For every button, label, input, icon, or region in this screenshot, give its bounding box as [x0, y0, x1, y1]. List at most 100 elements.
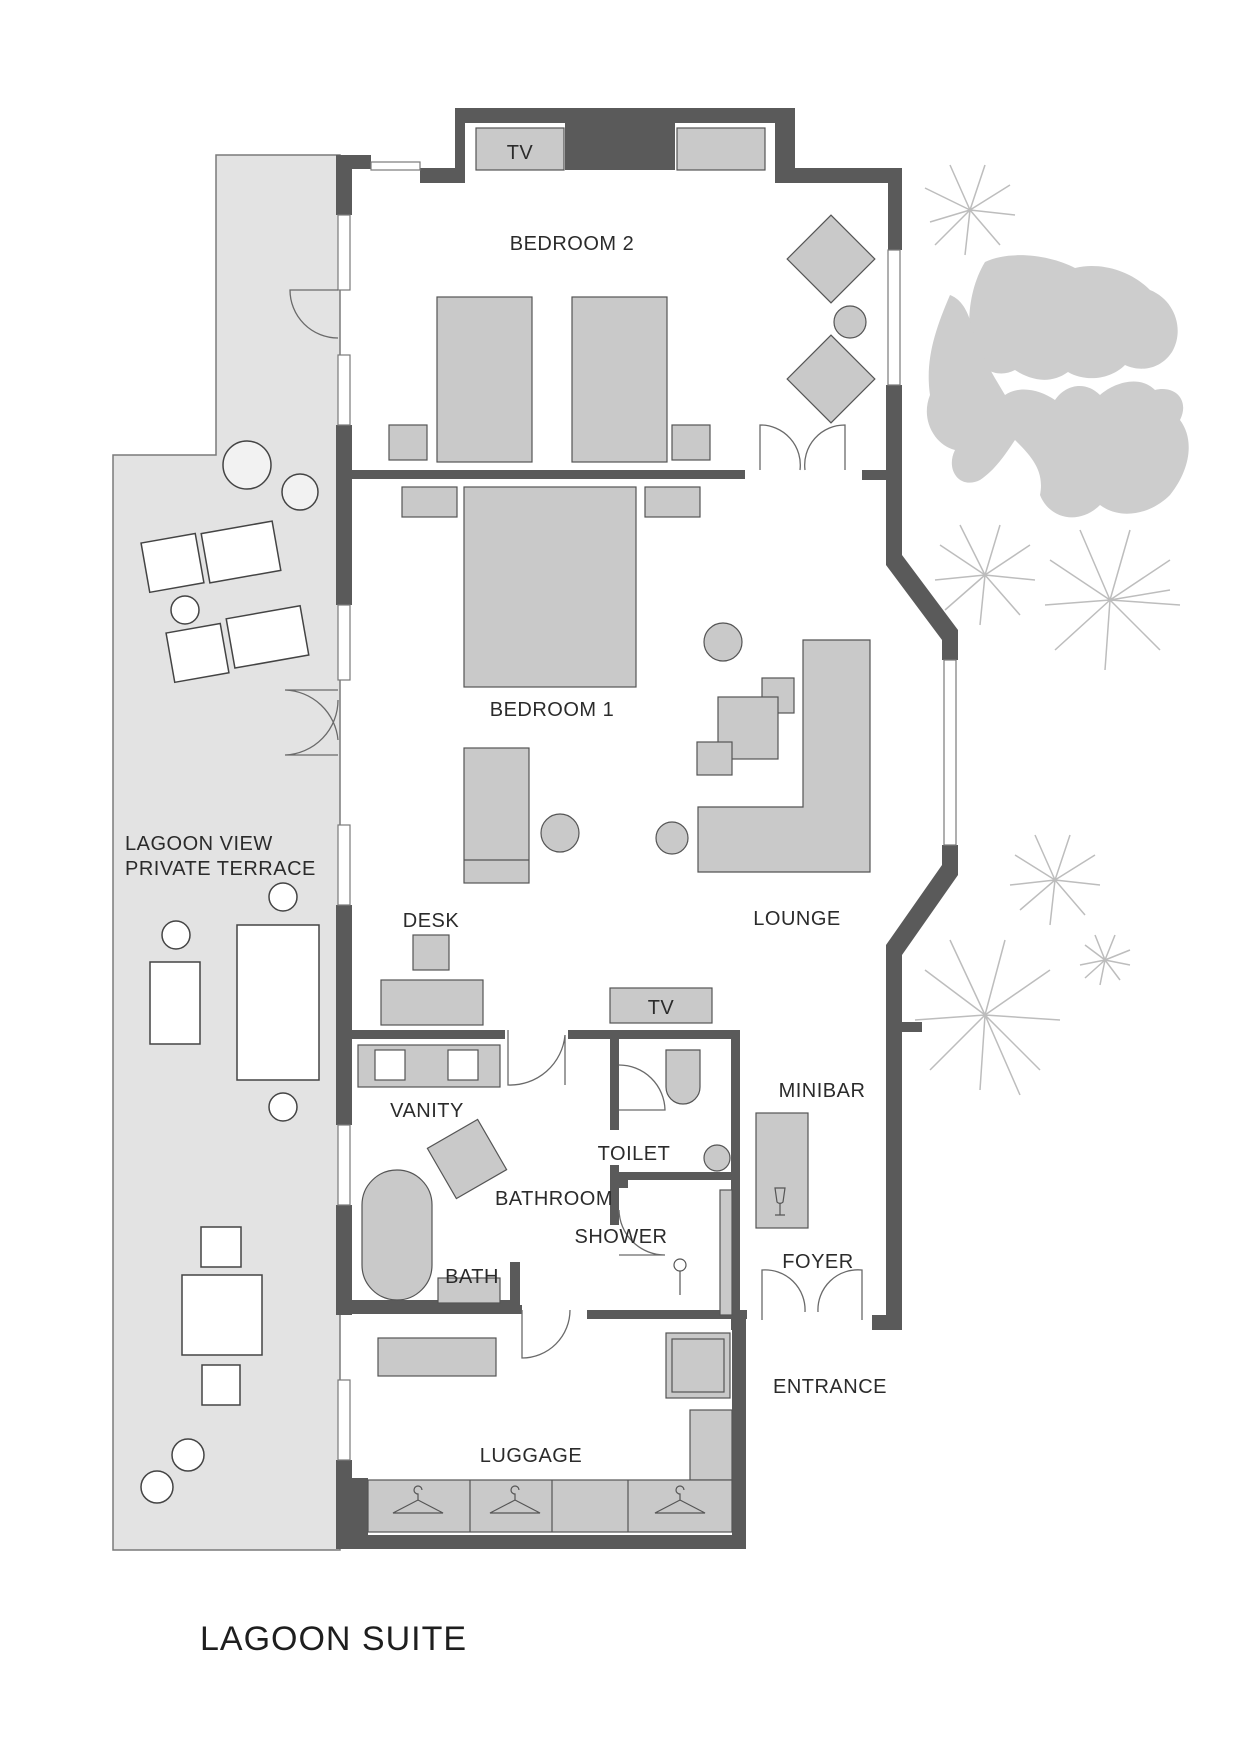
- wall-segment: [336, 1535, 746, 1549]
- room-label-bedroom2: BEDROOM 2: [510, 233, 635, 255]
- plan-title: LAGOON SUITE: [200, 1620, 467, 1658]
- terrace-door-lounge: [284, 689, 339, 756]
- nightstand: [388, 424, 428, 461]
- wall-segment: [336, 155, 371, 169]
- room-label-bathroom: BATHROOM: [495, 1188, 613, 1210]
- chair: [201, 1364, 241, 1406]
- terrace-label-line2: PRIVATE TERRACE: [125, 858, 316, 880]
- terrace-label-line1: LAGOON VIEW: [125, 833, 273, 855]
- ottoman: [696, 741, 733, 776]
- wall-segment: [610, 1180, 628, 1188]
- chair: [268, 1092, 298, 1122]
- wall-segment: [510, 1262, 520, 1309]
- side-table: [703, 622, 743, 662]
- nightstand: [644, 486, 701, 518]
- tree-canopy-shape: [926, 295, 1189, 518]
- window: [337, 354, 351, 426]
- sink: [447, 1049, 479, 1081]
- potted-plant-icon: [222, 440, 272, 490]
- room-label-minibar: MINIBAR: [779, 1080, 866, 1102]
- shower-head-icon: [673, 1258, 687, 1272]
- sink: [374, 1049, 406, 1081]
- sun-lounger: [225, 604, 310, 669]
- outdoor-table: [181, 1274, 263, 1356]
- interior-furniture: [357, 127, 876, 1533]
- bath-bench: [437, 1277, 501, 1304]
- chair: [200, 1226, 242, 1268]
- plant-icon: [1044, 529, 1181, 671]
- wall-segment: [862, 470, 886, 480]
- terrace-furniture: [140, 440, 320, 1504]
- wall-segment: [352, 1030, 505, 1039]
- sofa: [697, 639, 871, 873]
- wall-segment: [732, 1310, 746, 1548]
- room-label-vanity: VANITY: [390, 1100, 464, 1122]
- bed: [463, 486, 637, 688]
- tv-cabinet-top: [475, 127, 565, 171]
- desk: [380, 979, 484, 1026]
- wall-segment: [352, 1300, 520, 1309]
- cabinet: [676, 127, 766, 171]
- toilet-fixture: [665, 1049, 701, 1105]
- wall-segment: [610, 1165, 619, 1225]
- tv-unit-lounge: [609, 987, 713, 1024]
- room-label-entrance: ENTRANCE: [773, 1376, 887, 1398]
- vanity-door: [507, 1030, 566, 1086]
- window: [943, 659, 957, 846]
- wall-segment: [352, 470, 745, 479]
- room-labels: TV BEDROOM 2 BEDROOM 1 LAGOON VIEW PRIVA…: [125, 142, 887, 1467]
- walls: [336, 108, 958, 1549]
- wall-segment: [886, 385, 902, 480]
- room-label-toilet: TOILET: [598, 1143, 671, 1165]
- plant-icon: [924, 164, 1016, 256]
- wall-segment: [610, 1172, 740, 1180]
- bed: [571, 296, 668, 463]
- window: [887, 249, 901, 386]
- luggage-rack: [377, 1337, 497, 1377]
- chair: [171, 1438, 205, 1472]
- nightstand: [401, 486, 458, 518]
- daybed: [463, 747, 530, 884]
- wine-glass-icon: [774, 1187, 786, 1216]
- windows: [337, 161, 957, 1461]
- plant-sprigs: [914, 164, 1181, 1096]
- wall-segment: [336, 1460, 352, 1545]
- window: [337, 824, 351, 906]
- window: [337, 214, 351, 291]
- desk-chair: [412, 934, 450, 971]
- room-label-desk: DESK: [403, 910, 460, 932]
- shower-door: [618, 1209, 666, 1256]
- side-table: [170, 595, 200, 625]
- plant-icon: [1079, 934, 1131, 986]
- tv-label-top: TV: [507, 142, 534, 164]
- window: [370, 161, 421, 171]
- side-table: [833, 305, 867, 339]
- fixture-details: [392, 1187, 786, 1532]
- plant-icon: [934, 524, 1036, 626]
- window: [337, 1124, 351, 1206]
- window: [337, 1379, 351, 1461]
- wardrobe: [367, 1479, 733, 1533]
- doors: [284, 289, 863, 1359]
- window: [337, 604, 351, 681]
- wall-segment: [352, 1305, 522, 1314]
- wall-segment: [420, 108, 902, 250]
- sun-lounger: [165, 622, 230, 684]
- foliage-group: [926, 255, 1189, 518]
- safe: [665, 1332, 731, 1399]
- room-label-luggage: LUGGAGE: [480, 1445, 582, 1467]
- wall-segment: [336, 1205, 352, 1315]
- room-label-shower: SHOWER: [575, 1226, 668, 1248]
- luggage-door: [521, 1309, 571, 1359]
- plant-icon: [1009, 834, 1101, 926]
- wall-segment: [587, 1310, 747, 1319]
- wall-segment: [886, 480, 958, 660]
- dining-table: [236, 924, 320, 1081]
- terrace-door-bedroom2: [289, 289, 339, 339]
- hanger-icon: [392, 1485, 444, 1514]
- wall-segment: [568, 1030, 740, 1039]
- armchair: [786, 334, 876, 424]
- wall-segment: [902, 1022, 922, 1032]
- bedroom2-door: [759, 424, 846, 471]
